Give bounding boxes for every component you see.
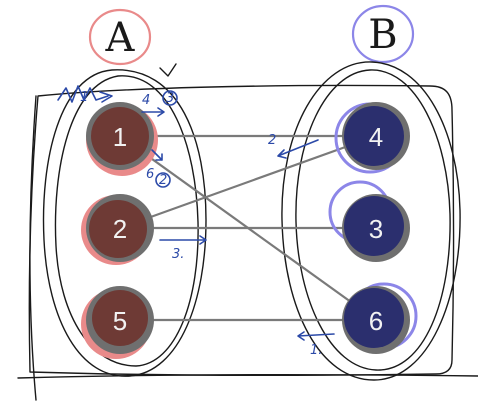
annotation-edge-1-4-circle (162, 90, 178, 106)
check-mark (159, 63, 177, 77)
scribble-top-left-arrow (99, 91, 113, 103)
annotation-edge-4-2-weight: 2 (268, 133, 276, 148)
outer-rectangle (28, 84, 455, 377)
node-1[interactable]: 1 (86, 102, 158, 176)
node-4-fill (344, 106, 404, 166)
annotation-edge-6-5-weight: 1. (310, 343, 322, 358)
annotation-edge-1-6-circle (155, 172, 171, 188)
set-label-b-group: B (351, 4, 415, 64)
arrow-edge-1-4 (141, 107, 165, 117)
node-2[interactable]: 2 (81, 194, 154, 265)
node-4[interactable]: 4 (334, 102, 410, 174)
node-6-label: 6 (369, 306, 383, 336)
node-5-label: 5 (113, 306, 127, 336)
annotation-edge-1-4-circled: 3 (166, 91, 174, 106)
annotation-edge-2-3-weight: 3. (172, 247, 184, 262)
node-6[interactable]: 6 (342, 282, 418, 354)
node-6-fill (344, 288, 404, 348)
node-3[interactable]: 3 (328, 180, 410, 262)
annotation-edge-1-6-circled: 2 (159, 173, 167, 188)
arrow-edge-4-2 (277, 139, 319, 159)
node-5[interactable]: 5 (81, 286, 154, 359)
right-nodes: 4 3 6 (328, 102, 418, 354)
set-a-ellipse-2 (54, 75, 199, 367)
set-label-a: A (105, 15, 136, 61)
annotation-edge-1-4-weight: 4 (142, 93, 150, 108)
node-4-label: 4 (369, 122, 383, 152)
blue-annotations: 1 4 3 6 2 2 3. 1. (57, 85, 335, 358)
arrow-edge-2-3 (159, 235, 207, 245)
annotation-top-left: 1 (80, 90, 88, 105)
set-b-ellipse (281, 61, 461, 381)
set-label-a-group: A (88, 8, 152, 66)
arrow-edge-6-5 (297, 331, 335, 341)
node-2-label: 2 (113, 214, 127, 244)
node-5-fill (92, 290, 148, 346)
edges-group (119, 134, 377, 322)
left-nodes: 1 2 5 (81, 102, 158, 359)
node-1-label: 1 (113, 122, 127, 152)
node-3-fill (344, 196, 404, 256)
node-2-fill (89, 200, 147, 258)
bottom-line (17, 373, 478, 379)
set-label-a-circle (88, 8, 152, 66)
annotation-edge-1-6-weight: 6 (146, 167, 154, 182)
scribble-top-left (57, 85, 109, 103)
node-1-fill (91, 107, 149, 165)
set-b-ellipse-2 (295, 69, 451, 371)
left-vertical-stroke (29, 95, 37, 401)
hand-drawn-enclosures (17, 61, 478, 401)
arrow-edge-1-6 (151, 149, 163, 161)
node-3-label: 3 (369, 214, 383, 244)
set-label-b: B (368, 12, 397, 58)
set-label-b-circle (351, 4, 415, 64)
edge-2-4 (119, 134, 377, 230)
